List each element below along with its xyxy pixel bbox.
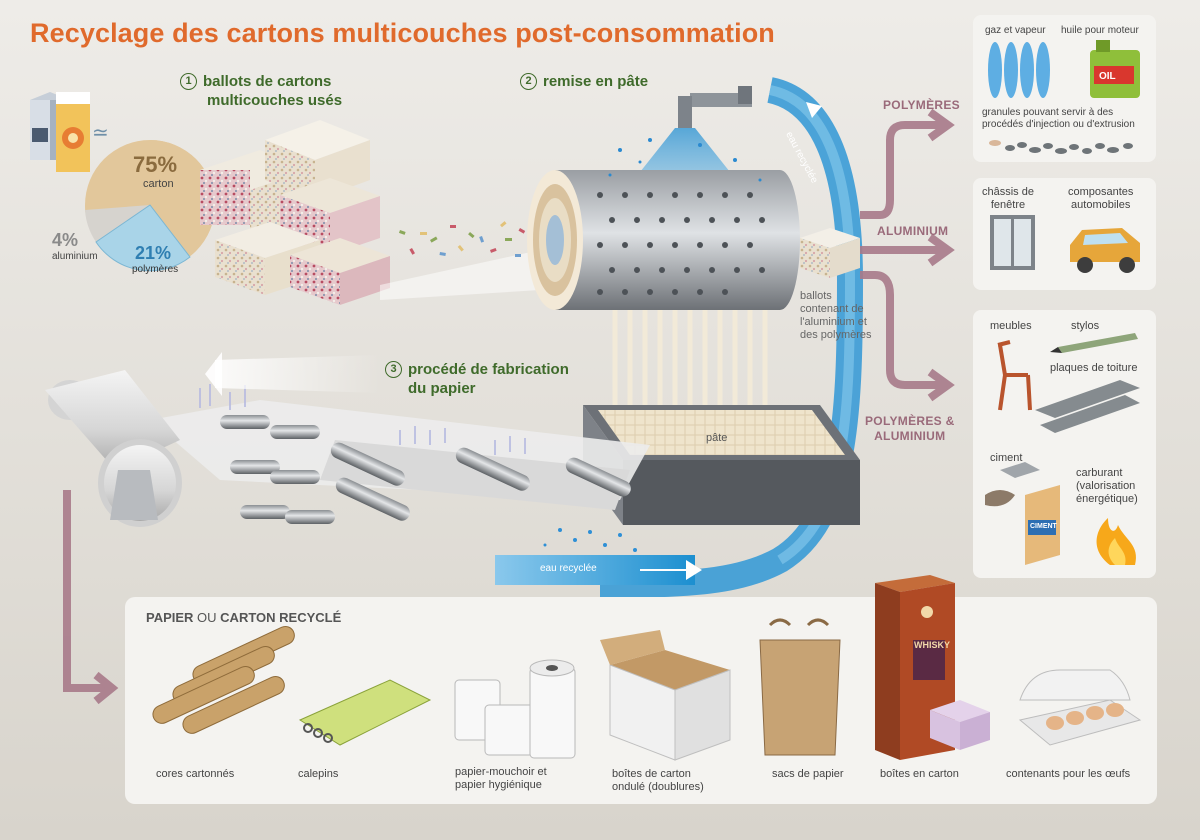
cement-bag-text: CIMENT — [1030, 523, 1057, 530]
oil-can-text: OIL — [1099, 71, 1116, 82]
granules-icon — [989, 140, 1133, 154]
step-2-line1: remise en pâte — [543, 73, 649, 90]
output-label-aluminium: ALUMINIUM — [877, 224, 949, 238]
paper-machine — [45, 370, 650, 552]
water-label-bottom: eau recyclée — [540, 563, 597, 574]
notebook-icon — [298, 679, 432, 746]
tissue-box-icon — [930, 700, 990, 750]
roof-plates-icon — [1035, 380, 1140, 433]
step-1-line1: ballots de cartons — [203, 73, 332, 90]
carton-percent: 75% — [133, 152, 178, 177]
approx-symbol: ≃ — [92, 122, 109, 144]
paper-bag-icon — [759, 618, 841, 756]
polymeres-label: polymères — [132, 264, 179, 275]
product-paper-bags-label: sacs de papier — [772, 768, 844, 780]
carton-icons — [30, 92, 90, 172]
step-3-line2: du papier — [408, 380, 476, 397]
aluminium-percent: 4% — [52, 230, 79, 250]
aluminium-label: aluminium — [52, 251, 98, 262]
step-3-line1: procédé de fabrication — [408, 361, 569, 378]
step-1-number: 1 — [180, 73, 197, 90]
step-2-heading: 2 remise en pâte — [520, 72, 648, 91]
cement-icon — [985, 462, 1060, 565]
whisky-label: WHISKY — [914, 640, 950, 650]
pate-label: pâte — [706, 432, 728, 444]
furniture-label: meubles — [990, 320, 1032, 332]
bales-stack — [200, 120, 390, 305]
gas-vapour-icon — [988, 42, 1050, 98]
mixed-bale — [800, 228, 860, 278]
product-cores-label: cores cartonnés — [156, 768, 235, 780]
product-notebooks-label: calepins — [298, 768, 339, 780]
motor-oil-label: huile pour moteur — [1061, 25, 1139, 36]
step-3-number: 3 — [385, 361, 402, 378]
pulp-streams — [612, 310, 768, 420]
pulp-vat — [583, 405, 860, 525]
product-egg-cartons-label: contenants pour les œufs — [1006, 768, 1131, 780]
car-icon — [1070, 228, 1140, 273]
egg-carton-icon — [1018, 669, 1142, 746]
roofing-label: plaques de toiture — [1050, 362, 1138, 374]
white-arrow-left — [215, 355, 380, 393]
cores-icon — [152, 625, 295, 734]
pulper-drum — [527, 86, 800, 310]
flame-icon — [1096, 518, 1137, 565]
step-3-heading: 3 procédé de fabrication du papier — [385, 360, 569, 398]
product-cardboard-boxes-label: boîtes en carton — [880, 768, 959, 780]
cardboard-box-icon — [600, 630, 731, 761]
recycled-panel-title: PAPIER OU CARTON RECYCLÉ — [146, 610, 342, 625]
tissue-rolls-icon — [454, 659, 576, 759]
step-1-heading: 1 ballots de cartons multicouches usés — [180, 72, 342, 110]
step-2-number: 2 — [520, 73, 537, 90]
polymeres-percent: 21% — [135, 243, 172, 263]
carton-label: carton — [143, 178, 174, 190]
pen-icon — [1050, 333, 1138, 353]
output-label-polymeres-aluminium: POLYMÈRES &ALUMINIUM — [865, 414, 955, 443]
gas-vapour-label: gaz et vapeur — [985, 25, 1046, 36]
pens-label: stylos — [1071, 320, 1100, 332]
window-frame-icon — [990, 215, 1035, 270]
oil-can-icon — [1090, 40, 1140, 98]
composition-pie — [85, 140, 215, 272]
chair-icon — [997, 340, 1032, 411]
output-label-polymeres: POLYMÈRES — [883, 98, 960, 112]
step-1-line2: multicouches usés — [207, 92, 343, 109]
output-arrows — [63, 108, 955, 705]
cement-label: ciment — [990, 452, 1023, 464]
page-title: Recyclage des cartons multicouches post-… — [30, 18, 775, 48]
